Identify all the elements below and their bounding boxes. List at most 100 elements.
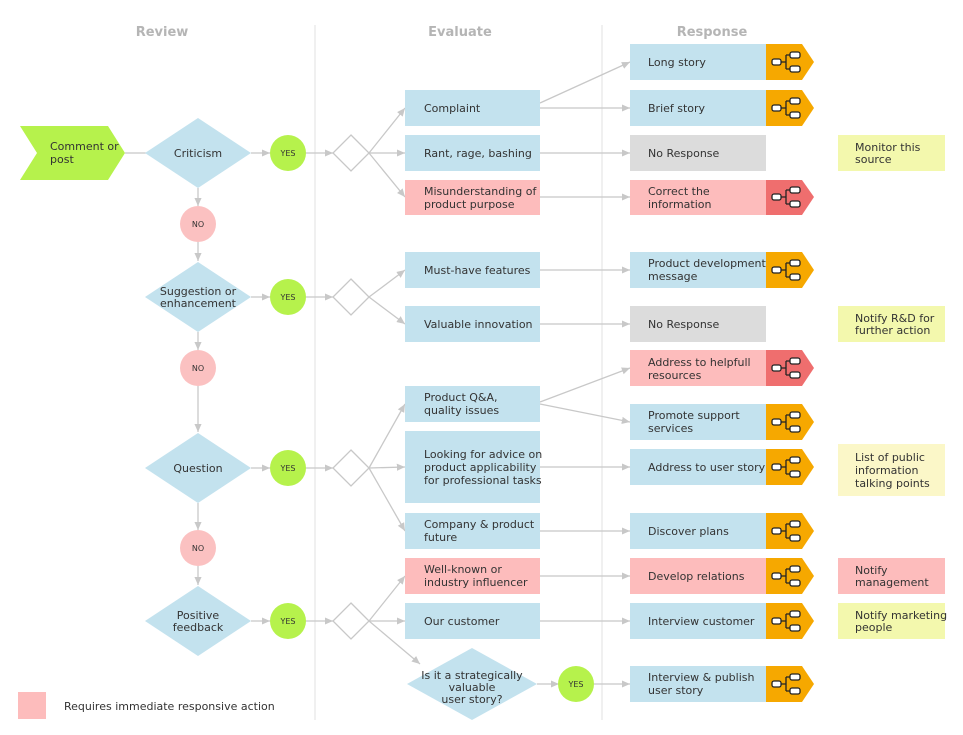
svg-text:Product development: Product development bbox=[648, 257, 767, 270]
branch-diamond bbox=[332, 449, 370, 487]
svg-text:Monitor this: Monitor this bbox=[855, 141, 921, 154]
evaluate-rant-rage-bashing: Rant, rage, bashing bbox=[405, 135, 540, 171]
svg-text:No Response: No Response bbox=[648, 147, 720, 160]
yes-circle: YES bbox=[270, 450, 306, 486]
response-interview-publish: Interview & publish user story bbox=[630, 666, 814, 702]
response-promote-support: Promote support services bbox=[630, 404, 814, 440]
svg-text:Promote support: Promote support bbox=[648, 409, 740, 422]
note-notify-marketing: Notify marketing people bbox=[838, 603, 947, 639]
svg-text:information: information bbox=[648, 198, 712, 211]
svg-text:user story: user story bbox=[648, 684, 704, 697]
svg-text:Misunderstanding of: Misunderstanding of bbox=[424, 185, 537, 198]
svg-text:No Response: No Response bbox=[648, 318, 720, 331]
svg-text:product purpose: product purpose bbox=[424, 198, 515, 211]
svg-text:quality issues: quality issues bbox=[424, 404, 499, 417]
branch-diamond bbox=[332, 602, 370, 640]
start-node-comment-or-post: Comment or post bbox=[20, 126, 125, 180]
svg-text:valuable: valuable bbox=[449, 681, 496, 694]
evaluate-industry-influencer: Well-known or industry influencer bbox=[405, 558, 540, 594]
svg-text:YES: YES bbox=[279, 149, 295, 158]
svg-text:Develop relations: Develop relations bbox=[648, 570, 745, 583]
response-helpful-resources: Address to helpfull resources bbox=[630, 350, 814, 386]
svg-text:further action: further action bbox=[855, 324, 930, 337]
no-circle: NO bbox=[180, 530, 216, 566]
branch-diamond bbox=[332, 134, 370, 172]
svg-text:Rant, rage, bashing: Rant, rage, bashing bbox=[424, 147, 532, 160]
response-brief-story: Brief story bbox=[630, 90, 814, 126]
svg-text:Brief story: Brief story bbox=[648, 102, 706, 115]
svg-text:YES: YES bbox=[279, 617, 295, 626]
svg-text:Suggestion or: Suggestion or bbox=[160, 285, 237, 298]
response-no-response: No Response bbox=[630, 306, 766, 342]
response-no-response: No Response bbox=[630, 135, 766, 171]
svg-text:Looking for advice on: Looking for advice on bbox=[424, 448, 542, 461]
svg-text:post: post bbox=[50, 153, 74, 166]
response-correct-information: Correct the information bbox=[630, 180, 814, 215]
response-product-development: Product development message bbox=[630, 252, 814, 288]
svg-text:Must-have features: Must-have features bbox=[424, 264, 531, 277]
evaluate-looking-for-advice: Looking for advice on product applicabil… bbox=[405, 431, 542, 503]
svg-text:Well-known or: Well-known or bbox=[424, 563, 502, 576]
svg-text:Complaint: Complaint bbox=[424, 102, 481, 115]
note-public-information: List of public information talking point… bbox=[838, 444, 945, 496]
svg-text:Notify marketing: Notify marketing bbox=[855, 609, 947, 622]
svg-text:Is it a strategically: Is it a strategically bbox=[421, 669, 523, 682]
evaluate-our-customer: Our customer bbox=[405, 603, 540, 639]
decision-suggestion: Suggestion or enhancement bbox=[145, 262, 251, 332]
response-long-story: Long story bbox=[630, 44, 814, 80]
svg-text:user story?: user story? bbox=[441, 693, 502, 706]
decision-strategic-user-story: Is it a strategically valuable user stor… bbox=[407, 648, 537, 720]
decision-positive-feedback: Positive feedback bbox=[145, 586, 251, 656]
svg-text:NO: NO bbox=[192, 220, 204, 229]
svg-text:resources: resources bbox=[648, 369, 702, 382]
response-develop-relations: Develop relations bbox=[630, 558, 814, 594]
svg-text:NO: NO bbox=[192, 544, 204, 553]
svg-text:message: message bbox=[648, 270, 698, 283]
svg-text:information: information bbox=[855, 464, 919, 477]
svg-text:source: source bbox=[855, 153, 892, 166]
svg-text:future: future bbox=[424, 531, 457, 544]
svg-text:Criticism: Criticism bbox=[174, 147, 222, 160]
svg-text:Notify: Notify bbox=[855, 564, 888, 577]
decision-question: Question bbox=[145, 433, 251, 503]
response-interview-customer: Interview customer bbox=[630, 603, 814, 639]
svg-text:industry influencer: industry influencer bbox=[424, 576, 528, 589]
yes-circle: YES bbox=[270, 135, 306, 171]
svg-text:Product Q&A,: Product Q&A, bbox=[424, 391, 498, 404]
connectors bbox=[125, 61, 631, 688]
evaluate-valuable-innovation: Valuable innovation bbox=[405, 306, 540, 342]
svg-text:YES: YES bbox=[567, 680, 583, 689]
decision-criticism: Criticism bbox=[145, 118, 251, 188]
svg-text:YES: YES bbox=[279, 293, 295, 302]
svg-text:people: people bbox=[855, 621, 893, 634]
yes-circle: YES bbox=[270, 279, 306, 315]
svg-text:Interview & publish: Interview & publish bbox=[648, 671, 754, 684]
svg-text:product applicability: product applicability bbox=[424, 461, 537, 474]
no-circle: NO bbox=[180, 350, 216, 386]
svg-text:NO: NO bbox=[192, 364, 204, 373]
svg-text:Address to user story: Address to user story bbox=[648, 461, 766, 474]
evaluate-misunderstanding: Misunderstanding of product purpose bbox=[405, 180, 540, 215]
svg-text:Our customer: Our customer bbox=[424, 615, 500, 628]
svg-text:Positive: Positive bbox=[177, 609, 220, 622]
svg-text:Interview customer: Interview customer bbox=[648, 615, 755, 628]
svg-text:feedback: feedback bbox=[173, 621, 224, 634]
note-monitor-source: Monitor this source bbox=[838, 135, 945, 171]
svg-text:List of public: List of public bbox=[855, 451, 925, 464]
note-notify-management: Notify management bbox=[838, 558, 945, 594]
svg-text:Notify R&D for: Notify R&D for bbox=[855, 312, 935, 325]
svg-text:Correct the: Correct the bbox=[648, 185, 710, 198]
svg-text:Valuable innovation: Valuable innovation bbox=[424, 318, 533, 331]
evaluate-product-qa: Product Q&A, quality issues bbox=[405, 386, 540, 422]
yes-circle: YES bbox=[558, 666, 594, 702]
svg-text:Company & product: Company & product bbox=[424, 518, 535, 531]
svg-text:Address to helpfull: Address to helpfull bbox=[648, 356, 751, 369]
evaluate-must-have-features: Must-have features bbox=[405, 252, 540, 288]
legend-label: Requires immediate responsive action bbox=[64, 700, 275, 713]
svg-text:Question: Question bbox=[173, 462, 222, 475]
svg-text:Comment or: Comment or bbox=[50, 140, 119, 153]
legend-swatch bbox=[18, 692, 46, 719]
review-column-title: Review bbox=[136, 25, 189, 40]
response-discover-plans: Discover plans bbox=[630, 513, 814, 549]
